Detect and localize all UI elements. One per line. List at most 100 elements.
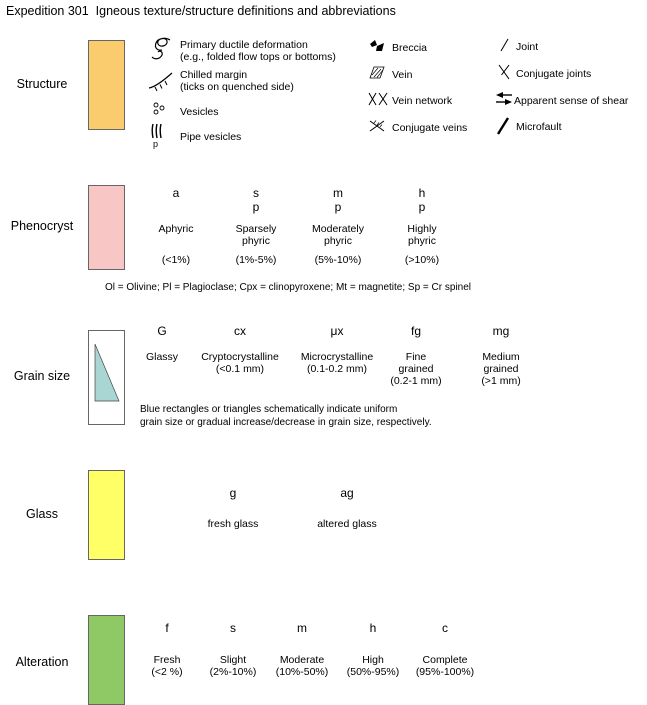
alteration-name: Complete: [422, 654, 468, 666]
alteration-name: Fresh: [153, 654, 181, 666]
vein-network-icon: [368, 92, 388, 106]
alteration-swatch: [88, 615, 125, 705]
alteration-abbr: f: [165, 621, 169, 635]
phenocryst-name2: phyric: [241, 235, 270, 247]
glass-swatch: [88, 470, 125, 560]
structure-item-label: Breccia: [392, 42, 428, 54]
alteration-entry: h High (50%-95%): [328, 621, 418, 678]
grain-size-note-line1: Blue rectangles or triangles schematical…: [140, 404, 398, 415]
conjugate-joints-icon: [498, 64, 510, 80]
conjugate-veins-icon: [369, 120, 385, 132]
alteration-entry: s Slight (2%-10%): [188, 621, 278, 678]
vein-icon: [369, 66, 385, 79]
grain-size-name2: grained: [483, 363, 519, 375]
chilled-margin-icon: [148, 72, 173, 92]
phenocryst-mineral-note: Ol = Olivine; Pl = Plagioclase; Cpx = cl…: [105, 282, 472, 293]
pipe-vesicles-icon: [151, 123, 162, 139]
grain-size-range: (0.1-0.2 mm): [306, 363, 368, 375]
glass-abbr: ag: [340, 486, 354, 500]
section-label-glass: Glass: [26, 507, 58, 521]
phenocryst-abbr2: p: [252, 200, 260, 214]
phenocryst-range: (5%-10%): [314, 254, 362, 266]
grain-size-triangle-icon: [94, 343, 120, 402]
apparent-sense-of-shear-icon: [496, 92, 512, 105]
grain-size-abbr: fg: [410, 324, 421, 338]
structure-item-label: Conjugate veins: [392, 122, 468, 134]
alteration-abbr: c: [442, 621, 448, 635]
grain-size-note-line2: grain size or gradual increase/decrease …: [140, 417, 432, 428]
alteration-entry: c Complete (95%-100%): [400, 621, 490, 678]
joint-icon: [500, 38, 509, 52]
alteration-abbr: s: [230, 621, 236, 635]
grain-size-name: Microcrystalline: [300, 351, 374, 363]
phenocryst-swatch: [88, 185, 125, 270]
alteration-entry: f Fresh (<2 %): [122, 621, 212, 678]
phenocryst-name: Highly: [407, 223, 437, 235]
phenocryst-range: (<1%): [161, 254, 191, 266]
grain-size-name: Glassy: [145, 351, 179, 363]
section-label-grain-size: Grain size: [13, 369, 71, 383]
alteration-range: (2%-10%): [209, 666, 257, 678]
phenocryst-name2: phyric: [407, 235, 436, 247]
phenocryst-abbr: a: [172, 186, 180, 200]
breccia-icon: [370, 40, 384, 51]
grain-size-name: Medium: [482, 351, 520, 363]
grain-size-name: Cryptocrystalline: [201, 351, 279, 363]
structure-item-label: Microfault: [516, 121, 562, 133]
phenocryst-name: Sparsely: [235, 223, 277, 235]
alteration-range: (10%-50%): [275, 666, 329, 678]
grain-size-entry: μx Microcrystalline (0.1-0.2 mm): [282, 324, 392, 387]
phenocryst-abbr2: [130, 200, 222, 214]
vesicles-icon: [153, 102, 165, 115]
alteration-name: Moderate: [279, 654, 325, 666]
phenocryst-abbr2: p: [334, 200, 342, 214]
phenocryst-range: (1%-5%): [235, 254, 277, 266]
grain-size-entry: cx Cryptocrystalline (<0.1 mm): [185, 324, 295, 387]
section-label-alteration: Alteration: [15, 655, 69, 669]
grain-size-swatch: [88, 330, 125, 425]
grain-size-entry: mg Medium grained (>1 mm): [446, 324, 556, 387]
phenocryst-abbr: s: [253, 186, 259, 200]
alteration-range: (95%-100%): [415, 666, 475, 678]
glass-name: altered glass: [317, 518, 377, 530]
structure-item-sublabel: (ticks on quenched side): [180, 81, 294, 93]
phenocryst-name: Moderately: [312, 223, 364, 235]
structure-item-label: Pipe vesicles: [180, 131, 242, 143]
grain-size-range: (>1 mm): [481, 375, 521, 387]
structure-item-label: Apparent sense of shear: [514, 95, 629, 107]
grain-size-range: (<0.1 mm): [215, 363, 265, 375]
structure-item-label: Joint: [516, 41, 539, 53]
phenocryst-abbr2: p: [418, 200, 426, 214]
pipe-vesicles-p-label: p: [153, 139, 159, 149]
phenocryst-entry: a Aphyric (<1%): [130, 186, 222, 266]
glass-entry: g fresh glass: [183, 486, 283, 530]
phenocryst-abbr: h: [418, 186, 426, 200]
glass-abbr: g: [229, 486, 237, 500]
structure-item-sublabel: (e.g., folded flow tops or bottoms): [180, 51, 336, 63]
phenocryst-range: (>10%): [404, 254, 440, 266]
alteration-name: Slight: [219, 654, 247, 666]
phenocryst-abbr: m: [333, 186, 343, 200]
grain-size-abbr: G: [157, 324, 167, 338]
section-label-phenocryst: Phenocryst: [10, 219, 74, 233]
phenocryst-name2: [130, 235, 222, 247]
glass-name: fresh glass: [207, 518, 259, 530]
structure-item-label: Conjugate joints: [516, 68, 592, 80]
structure-item-label: Chilled margin: [180, 69, 248, 81]
alteration-abbr: h: [369, 621, 377, 635]
phenocryst-entry: m p Moderately phyric (5%-10%): [292, 186, 384, 266]
structure-item-label: Vein network: [392, 95, 453, 107]
grain-size-entry: fg Fine grained (0.2-1 mm): [361, 324, 471, 387]
phenocryst-name2: phyric: [323, 235, 352, 247]
alteration-abbr: m: [297, 621, 307, 635]
grain-size-range2: [185, 375, 295, 387]
phenocryst-entry: h p Highly phyric (>10%): [376, 186, 468, 266]
glass-entry: ag altered glass: [297, 486, 397, 530]
grain-size-entry: G Glassy: [107, 324, 217, 387]
section-label-structure: Structure: [16, 77, 68, 91]
phenocryst-entry: s p Sparsely phyric (1%-5%): [210, 186, 302, 266]
alteration-entry: m Moderate (10%-50%): [257, 621, 347, 678]
grain-size-abbr: cx: [234, 324, 246, 338]
grain-size-name2: grained: [398, 363, 434, 375]
